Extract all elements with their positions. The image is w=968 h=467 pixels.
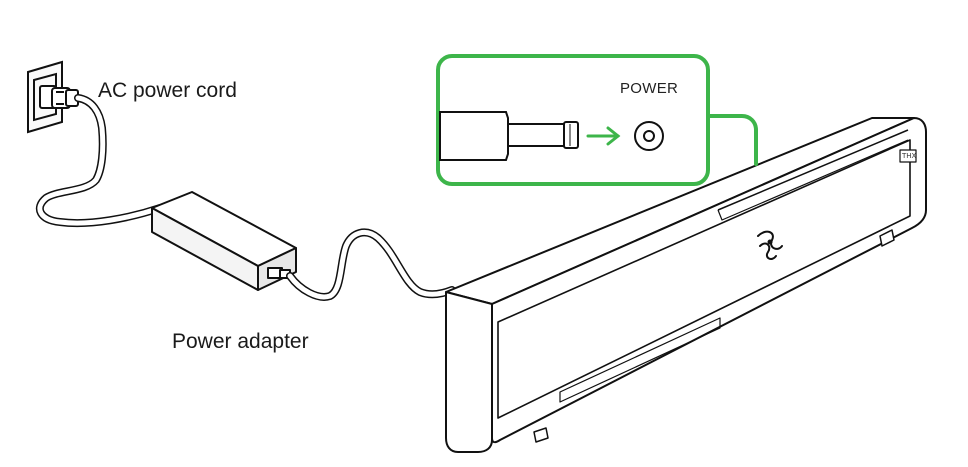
soundbar: [445, 117, 927, 453]
callout-leader: [706, 114, 758, 166]
dc-plug-icon: [439, 111, 579, 161]
dc-cord: [286, 228, 456, 301]
ac-plug: [39, 85, 79, 109]
razer-snake-logo-icon: [757, 230, 783, 260]
ac-power-cord: [35, 94, 164, 228]
thx-badge-label: THX: [902, 152, 917, 160]
ac-power-cord-label: AC power cord: [98, 79, 237, 102]
power-port-label: POWER: [620, 80, 679, 97]
power-port-icon: [634, 121, 664, 151]
power-adapter-label: Power adapter: [172, 330, 309, 353]
power-adapter: [151, 191, 297, 291]
arrow-right-icon: [586, 126, 621, 146]
